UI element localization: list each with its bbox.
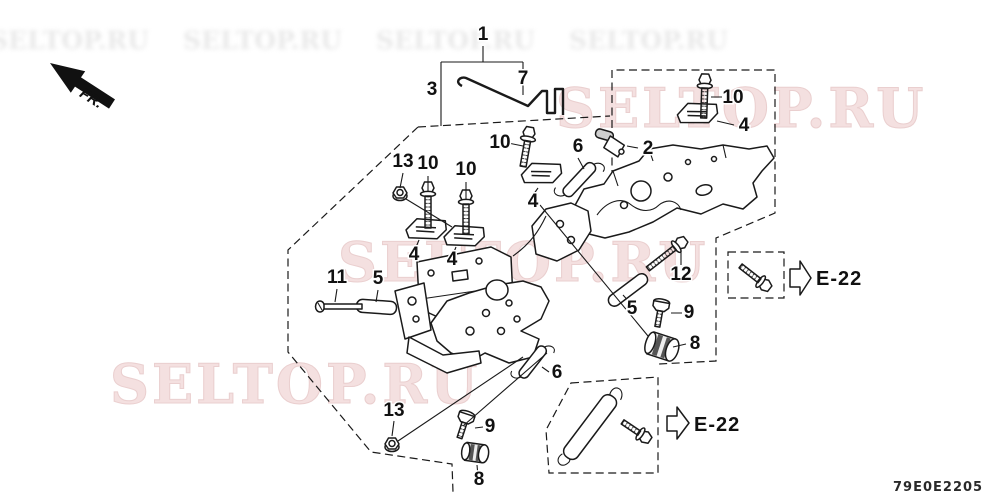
cap-8-upper [644,331,680,362]
watermark-text: SELTOP.RU [568,26,728,55]
fr-arrow: FR. [50,63,115,112]
cable-clamps [405,102,719,247]
nut-13-upper [392,186,408,202]
fr-arrow-icon [50,63,115,109]
callout-13-upper: 13 [392,151,413,172]
callout-4-tr: 4 [739,115,750,136]
callout-8-upper: 8 [690,333,701,354]
e22-ref-bottom[interactable]: E-22 [666,406,740,440]
callout-9-upper: 9 [684,302,695,323]
callout-2: 2 [643,138,654,159]
callout-1: 1 [478,24,489,45]
callout-4-b: 4 [447,249,458,270]
e22-arrow-icon [666,406,690,440]
watermark-band: SELTOP.RU SELTOP.RU SELTOP.RU SELTOP.RU [0,26,1000,55]
cap-8-lower [460,441,490,464]
e22-ref-label[interactable]: E-22 [694,414,740,436]
watermark-text: SELTOP.RU [375,26,535,55]
callout-labels: 1 3 7 10 4 2 10 6 13 10 10 4 4 4 11 5 12… [325,23,751,492]
callout-10-b: 10 [455,159,476,180]
watermark-text: SELTOP.RU [0,26,149,55]
e22-ref-label[interactable]: E-22 [816,268,862,290]
bolt-12 [645,235,689,272]
throttle-rod [456,76,565,115]
callout-4-mid: 4 [528,191,539,212]
nut-13-lower [384,437,400,453]
dashed-boundary [287,69,785,493]
callout-11: 11 [327,267,348,288]
leader-lines [334,46,735,477]
e22-arrow-icon [789,260,812,296]
spring-6-upper [553,161,605,198]
part-code: 79E0E2205 [893,480,983,495]
e22-bolt-bottom [620,419,653,445]
spring-5-right [607,272,649,307]
flange-bolts-10 [419,73,714,235]
watermark-text: SELTOP.RU [555,76,927,141]
callout-10-mid: 10 [489,132,510,153]
callout-4-a: 4 [409,244,420,265]
callout-12: 12 [670,264,691,285]
e22-ref-top[interactable]: E-22 [789,260,862,296]
e22-return-spring [557,387,623,466]
rod-holder-2 [594,128,626,158]
callout-10-a: 10 [417,153,438,174]
callout-13-lower: 13 [383,400,404,421]
callout-6-upper: 6 [573,136,584,157]
callout-7: 7 [518,68,529,89]
bolt-9-upper [652,298,671,328]
callout-8-lower: 8 [474,469,485,490]
e22-bolt-top [738,263,773,293]
callout-6-lower: 6 [552,362,563,383]
callout-10-tr: 10 [722,87,743,108]
callout-5-left: 5 [373,268,384,289]
callout-5-right: 5 [627,298,638,319]
screw-11 [314,300,363,313]
watermark-text: SELTOP.RU [109,352,481,417]
watermark-text: SELTOP.RU [182,26,342,55]
control-base-assembly [394,144,775,374]
bolt-9-lower [456,409,476,440]
callout-3: 3 [427,79,438,100]
callout-9-lower: 9 [485,416,496,437]
